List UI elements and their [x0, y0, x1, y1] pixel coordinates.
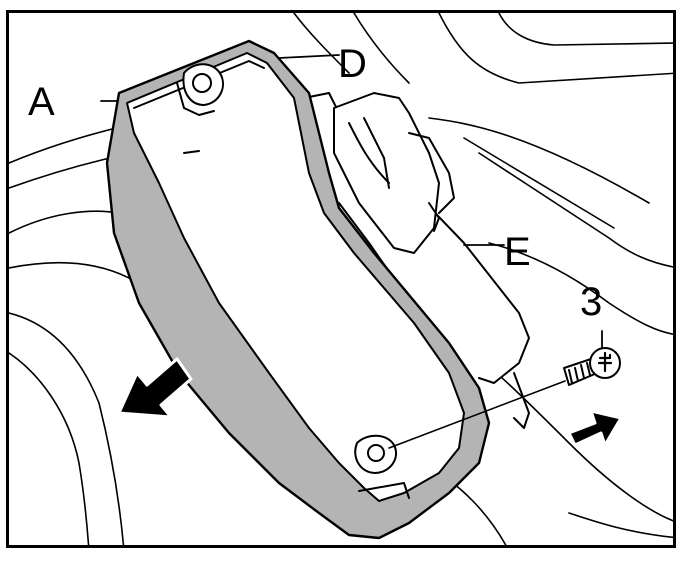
assembly-drawing	[9, 13, 673, 545]
callout-e: E	[504, 230, 531, 274]
arrow-removal-direction-icon	[117, 357, 193, 419]
callout-d: D	[338, 42, 367, 86]
callout-a: A	[28, 80, 55, 124]
figure-frame	[6, 10, 676, 548]
background-interior-lines	[9, 13, 673, 545]
leader-lines	[100, 54, 603, 349]
cover-a	[105, 39, 491, 540]
callout-screw-3: 3	[580, 280, 603, 324]
arrow-screw-direction-icon	[567, 409, 623, 447]
screw-3-part	[388, 347, 621, 449]
